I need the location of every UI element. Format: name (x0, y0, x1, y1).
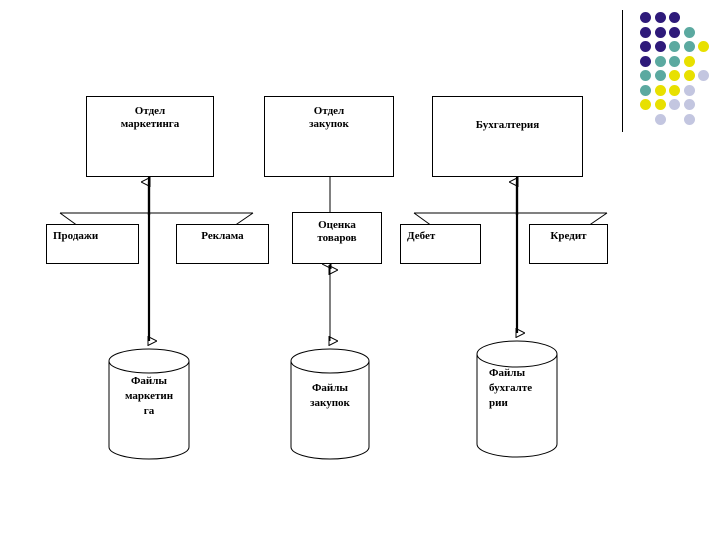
ornament-dot (669, 55, 680, 67)
ornament-dot (654, 70, 666, 81)
node-purchasing-dept-label: Отдел закупок (309, 105, 349, 130)
ornament-dot (698, 41, 709, 52)
ornament-dot (654, 99, 666, 110)
ornament-dot (640, 70, 651, 81)
cylinder-shape (290, 348, 370, 460)
node-goods-evaluation[interactable]: Оценка товаров (292, 212, 382, 264)
node-accounting-dept-label: Бухгалтерия (475, 119, 540, 131)
node-credit[interactable]: Кредит (529, 224, 608, 264)
ornament-dot (654, 12, 666, 23)
ornament-dot (654, 113, 666, 125)
ornament-dot (669, 70, 680, 81)
node-advertising-label: Реклама (201, 230, 244, 242)
ornament-dot (683, 113, 695, 125)
datastore-marketing-files-label: Файлы маркетин га (124, 375, 174, 417)
node-sales-label: Продажи (53, 230, 99, 242)
ornament-dot (654, 41, 666, 52)
ornament-dot (640, 99, 651, 110)
datastore-accounting-files[interactable]: Файлы бухгалте рии (476, 340, 558, 458)
ornament-dot (683, 70, 695, 81)
ornament-dot (683, 84, 695, 96)
ornament-dot (654, 55, 666, 67)
ornament-dot (669, 84, 680, 96)
node-debit[interactable]: Дебет (400, 224, 481, 264)
ornament-dot (654, 84, 666, 96)
ornament-dot (683, 41, 695, 52)
cylinder-shape (108, 348, 190, 460)
node-marketing-dept-label: Отдел маркетинга (120, 105, 180, 130)
ornament-dot (683, 99, 695, 110)
node-credit-label: Кредит (550, 230, 587, 242)
decorative-vertical-rule (622, 10, 623, 132)
node-purchasing-dept[interactable]: Отдел закупок (264, 96, 394, 177)
ornament-dot (640, 12, 651, 23)
ornament-dot (683, 55, 695, 67)
node-sales[interactable]: Продажи (46, 224, 139, 264)
datastore-purchasing-files-label: Файлы закупок (310, 382, 350, 409)
ornament-dot (640, 41, 651, 52)
ornament-dot (669, 12, 680, 23)
ornament-dot (669, 99, 680, 110)
ornament-dot (640, 84, 651, 96)
ornament-dot (698, 70, 709, 81)
connector-marketing (59, 177, 254, 341)
ornament-dot (654, 26, 666, 38)
datastore-marketing-files[interactable]: Файлы маркетин га (108, 348, 190, 460)
ornament-dot (669, 41, 680, 52)
dot-grid-ornament (640, 12, 720, 137)
cylinder-shape (476, 340, 558, 458)
datastore-accounting-files-label: Файлы бухгалте рии (489, 367, 533, 409)
ornament-dot (669, 26, 680, 38)
node-goods-evaluation-label: Оценка товаров (317, 219, 357, 244)
node-marketing-dept[interactable]: Отдел маркетинга (86, 96, 214, 177)
datastore-purchasing-files[interactable]: Файлы закупок (290, 348, 370, 460)
node-accounting-dept[interactable]: Бухгалтерия (432, 96, 583, 177)
node-advertising[interactable]: Реклама (176, 224, 269, 264)
node-debit-label: Дебет (407, 230, 436, 242)
ornament-dot (683, 26, 695, 38)
connector-accounting (413, 177, 608, 333)
ornament-dot (640, 26, 651, 38)
ornament-dot (640, 55, 651, 67)
